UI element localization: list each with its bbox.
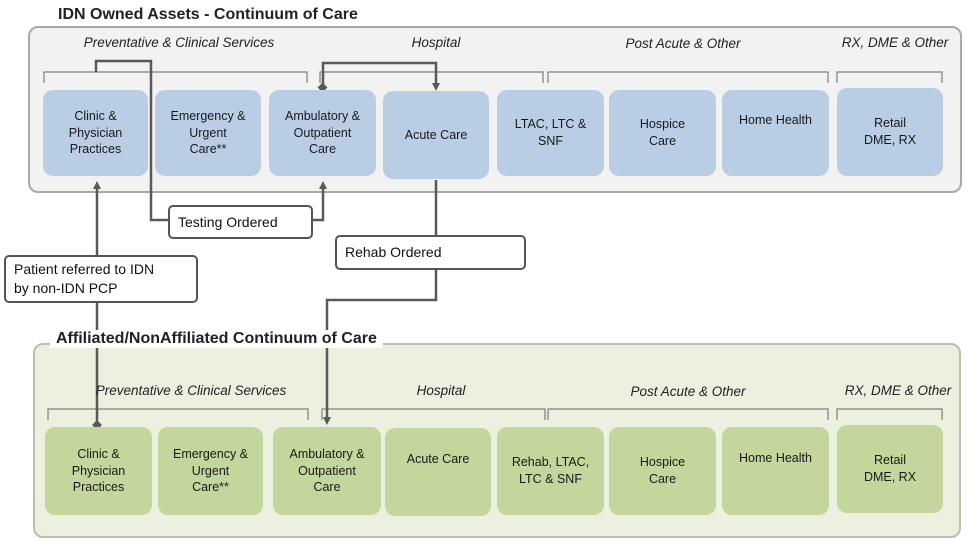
top-bracket-post-acute — [547, 71, 829, 83]
bottom-box-rehab-ltac[interactable]: Rehab, LTAC, LTC & SNF — [497, 427, 604, 515]
top-box-retail[interactable]: Retail DME, RX — [837, 88, 943, 176]
bottom-bracket-hospital — [321, 408, 546, 420]
top-section-rx: RX, DME & Other — [841, 35, 949, 50]
top-box-ambulatory[interactable]: Ambulatory & Outpatient Care — [269, 90, 376, 176]
top-box-ltac[interactable]: LTAC, LTC & SNF — [497, 90, 604, 176]
top-bracket-preventative — [43, 71, 308, 83]
bottom-section-post-acute: Post Acute & Other — [630, 384, 746, 399]
top-box-clinic[interactable]: Clinic & Physician Practices — [43, 90, 148, 176]
bottom-section-rx: RX, DME & Other — [844, 383, 952, 398]
top-box-emergency[interactable]: Emergency & Urgent Care** — [155, 90, 261, 176]
rehab-ordered-callout: Rehab Ordered — [335, 235, 526, 270]
top-box-hospice[interactable]: Hospice Care — [609, 90, 716, 176]
top-bracket-rx — [836, 71, 943, 83]
top-box-acute-care[interactable]: Acute Care — [383, 91, 489, 179]
top-panel-title: IDN Owned Assets - Continuum of Care — [52, 6, 364, 24]
bottom-panel-title: Affiliated/NonAffiliated Continuum of Ca… — [50, 330, 383, 348]
bottom-box-hospice[interactable]: Hospice Care — [609, 427, 716, 515]
connector-ambulatory-to-acute — [321, 61, 440, 91]
referral-callout: Patient referred to IDN by non-IDN PCP — [4, 255, 198, 303]
top-bracket-hospital — [319, 71, 544, 83]
testing-ordered-callout: Testing Ordered — [168, 205, 313, 239]
bottom-box-home-health[interactable]: Home Health — [722, 427, 829, 515]
top-section-post-acute: Post Acute & Other — [625, 36, 741, 51]
bottom-bracket-rx — [836, 408, 943, 420]
bottom-bracket-preventative — [47, 408, 309, 420]
bottom-box-emergency[interactable]: Emergency & Urgent Care** — [158, 427, 263, 515]
top-section-hospital: Hospital — [411, 35, 461, 50]
bottom-bracket-post-acute — [547, 408, 829, 420]
bottom-box-clinic[interactable]: Clinic & Physician Practices — [45, 427, 152, 515]
top-box-home-health[interactable]: Home Health — [722, 90, 829, 176]
connector-preventative-to-testing — [94, 59, 172, 222]
bottom-box-retail[interactable]: Retail DME, RX — [837, 425, 943, 513]
connector-rehab-to-ambulatory — [323, 270, 438, 425]
top-section-preventative: Preventative & Clinical Services — [83, 35, 275, 50]
connector-testing-to-ambulatory — [311, 181, 327, 222]
bottom-section-preventative: Preventative & Clinical Services — [95, 383, 287, 398]
bottom-box-acute-care[interactable]: Acute Care — [385, 428, 491, 516]
bottom-box-ambulatory[interactable]: Ambulatory & Outpatient Care — [273, 427, 381, 515]
bottom-section-hospital: Hospital — [416, 383, 466, 398]
